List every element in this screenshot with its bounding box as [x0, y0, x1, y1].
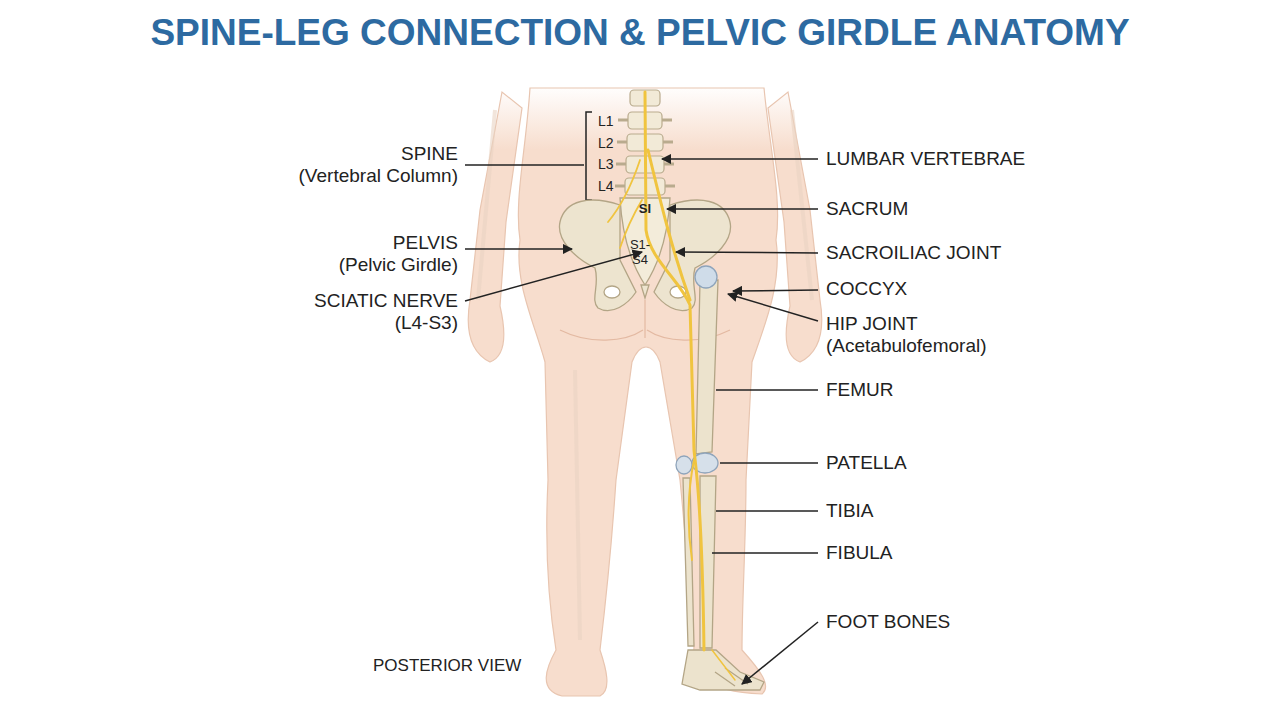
leg-skeleton-part: [676, 456, 692, 474]
leader-lines-part: [728, 294, 818, 321]
sciatic-nerve-part: [648, 150, 690, 300]
sciatic-nerve: [608, 92, 735, 680]
sciatic-nerve-part: [688, 460, 694, 560]
sciatic-nerve-part: [645, 92, 704, 650]
leader-lines-part: [716, 510, 818, 512]
sacrum-label: SACRUM: [826, 198, 908, 220]
leader-lines-part: [733, 290, 818, 291]
tibia-label: TIBIA: [826, 500, 874, 522]
sacroiliac-joint-label: SACROILIAC JOINT: [826, 242, 1001, 264]
fibula-label: FIBULA: [826, 542, 893, 564]
pelvis-pelvic-girdle-label: PELVIS (Pelvic Girdle): [339, 232, 458, 276]
leader-lines-part: [465, 252, 642, 301]
foot-bones-label: FOOT BONES: [826, 611, 950, 633]
leader-lines-part: [667, 208, 818, 210]
leader-lines-part: [465, 164, 584, 166]
leg-skeleton-part: [682, 650, 764, 690]
sciatic-nerve-part: [608, 160, 642, 248]
spine-bracket: [586, 112, 592, 200]
pelvis-part: [604, 286, 620, 298]
spine-vertebral-column-label: SPINE (Vertebral Column): [299, 143, 458, 187]
vertebra-label: L3: [598, 156, 614, 172]
leader-lines-part: [712, 552, 818, 554]
coccyx-label: COCCYX: [826, 278, 907, 300]
leader-lines-part: [720, 462, 818, 464]
body-silhouette: [468, 88, 822, 696]
diagram-title: SPINE-LEG CONNECTION & PELVIC GIRDLE ANA…: [0, 12, 1280, 54]
hip-joint-acetabulofemoral-label: HIP JOINT (Acetabulofemoral): [826, 313, 987, 357]
femur-label: FEMUR: [826, 379, 894, 401]
vertebra-label: S1- S4: [630, 238, 650, 268]
sciatic-nerve-part: [712, 650, 735, 680]
posterior-view-label: POSTERIOR VIEW: [373, 656, 521, 676]
leader-lines: [465, 159, 818, 684]
sciatic-nerve-l4-s3-label: SCIATIC NERVE (L4-S3): [314, 290, 458, 334]
vertebra-label: L1: [598, 113, 614, 129]
leader-lines-part: [662, 158, 818, 160]
vertebra-label: L2: [598, 135, 614, 151]
body-silhouette-part: [468, 92, 522, 362]
vertebra-label: SI: [639, 202, 651, 217]
pelvis-part: [641, 285, 649, 298]
patella-label: PATELLA: [826, 452, 907, 474]
lumbar-vertebrae-label: LUMBAR VERTEBRAE: [826, 148, 1025, 170]
body-silhouette-part: [518, 88, 777, 696]
leader-lines-part: [465, 248, 572, 250]
vertebra-label: L4: [598, 178, 614, 194]
spine-bracket-part: [586, 112, 592, 200]
leg-skeleton-part: [696, 280, 718, 454]
leader-lines-part: [742, 622, 818, 684]
leader-lines-part: [676, 252, 818, 253]
leader-lines-part: [716, 389, 818, 391]
leg-skeleton-part: [695, 266, 717, 288]
